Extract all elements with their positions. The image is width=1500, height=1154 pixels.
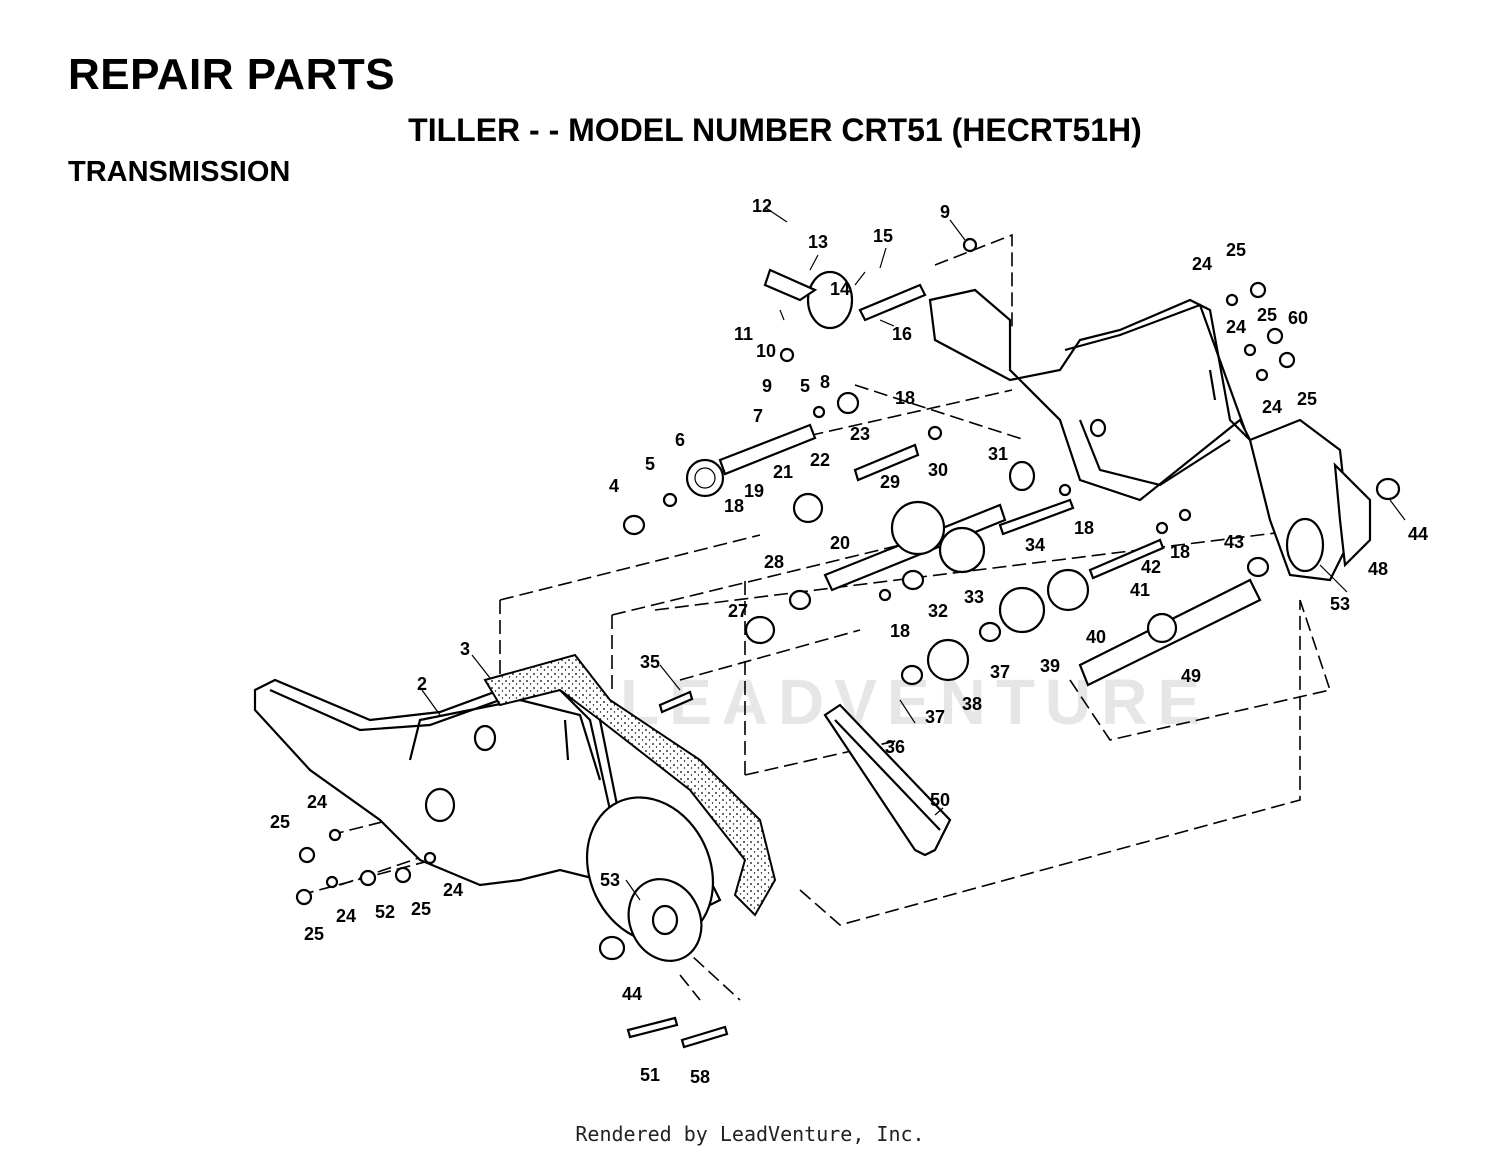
part-callout-49: 49: [1181, 666, 1201, 686]
render-credit: Rendered by LeadVenture, Inc.: [575, 1122, 925, 1146]
part-callout-21: 21: [773, 462, 793, 482]
part-callout-60: 60: [1288, 308, 1308, 328]
part-callout-4: 4: [609, 476, 619, 496]
part-callout-50: 50: [930, 790, 950, 810]
part-callout-53: 53: [600, 870, 620, 890]
part-callout-16: 16: [892, 324, 912, 344]
part-callout-25: 25: [270, 812, 290, 832]
part-callout-25: 25: [1257, 305, 1277, 325]
part-callout-18: 18: [895, 388, 915, 408]
part-callout-34: 34: [1025, 535, 1045, 555]
part-callout-20: 20: [830, 533, 850, 553]
part-callout-51: 51: [640, 1065, 660, 1085]
part-callout-13: 13: [808, 232, 828, 252]
part-callout-9: 9: [762, 376, 772, 396]
leader-lines: [421, 207, 1406, 901]
part-callout-23: 23: [850, 424, 870, 444]
part-callout-19: 19: [744, 481, 764, 501]
right-housing: [928, 288, 1372, 582]
part-callout-37: 37: [925, 707, 945, 727]
part-callout-24: 24: [336, 906, 356, 926]
part-callout-44: 44: [1408, 524, 1428, 544]
part-callout-7: 7: [753, 406, 763, 426]
part-callout-8: 8: [820, 372, 830, 392]
part-callout-28: 28: [764, 552, 784, 572]
part-callout-5: 5: [645, 454, 655, 474]
part-callout-52: 52: [375, 902, 395, 922]
part-callout-25: 25: [411, 899, 431, 919]
part-callout-18: 18: [724, 496, 744, 516]
drive-belt: [823, 703, 952, 857]
part-callout-33: 33: [964, 587, 984, 607]
page-title: REPAIR PARTS: [68, 50, 396, 99]
section-heading: TRANSMISSION: [68, 156, 291, 188]
model-subtitle: TILLER - - MODEL NUMBER CRT51 (HECRT51H): [408, 112, 1142, 148]
part-callout-18: 18: [1170, 542, 1190, 562]
part-callout-24: 24: [1226, 317, 1246, 337]
part-callout-36: 36: [885, 737, 905, 757]
part-callout-27: 27: [728, 601, 748, 621]
part-callout-37: 37: [990, 662, 1010, 682]
part-callout-25: 25: [304, 924, 324, 944]
part-callout-42: 42: [1141, 557, 1161, 577]
part-callout-18: 18: [1074, 518, 1094, 538]
part-callout-3: 3: [460, 639, 470, 659]
part-callout-24: 24: [1192, 254, 1212, 274]
part-callout-22: 22: [810, 450, 830, 470]
part-callout-12: 12: [752, 196, 772, 216]
part-callout-10: 10: [756, 341, 776, 361]
part-callout-48: 48: [1368, 559, 1388, 579]
part-callout-53: 53: [1330, 594, 1350, 614]
shafts-and-gears: [685, 268, 1262, 687]
part-callout-24: 24: [1262, 397, 1282, 417]
part-callout-25: 25: [1297, 389, 1317, 409]
part-callout-30: 30: [928, 460, 948, 480]
part-callout-11: 11: [734, 324, 753, 344]
part-callout-6: 6: [675, 430, 685, 450]
part-callout-41: 41: [1130, 580, 1150, 600]
part-callout-35: 35: [640, 652, 660, 672]
part-callout-5: 5: [800, 376, 810, 396]
hardware: [295, 237, 1401, 1049]
part-callout-31: 31: [988, 444, 1008, 464]
part-callout-24: 24: [307, 792, 327, 812]
left-pulley: [585, 796, 715, 962]
part-callout-18: 18: [890, 621, 910, 641]
part-callout-14: 14: [830, 279, 850, 299]
part-callout-58: 58: [690, 1067, 710, 1087]
part-callout-24: 24: [443, 880, 463, 900]
left-cover: [483, 653, 777, 917]
part-callout-39: 39: [1040, 656, 1060, 676]
part-callout-32: 32: [928, 601, 948, 621]
part-callout-44: 44: [622, 984, 642, 1004]
part-callout-15: 15: [873, 226, 893, 246]
part-callout-43: 43: [1224, 532, 1244, 552]
part-callout-9: 9: [940, 202, 950, 222]
part-callout-38: 38: [962, 694, 982, 714]
part-callout-2: 2: [417, 674, 427, 694]
part-callout-40: 40: [1086, 627, 1106, 647]
part-callout-29: 29: [880, 472, 900, 492]
part-callout-25: 25: [1226, 240, 1246, 260]
